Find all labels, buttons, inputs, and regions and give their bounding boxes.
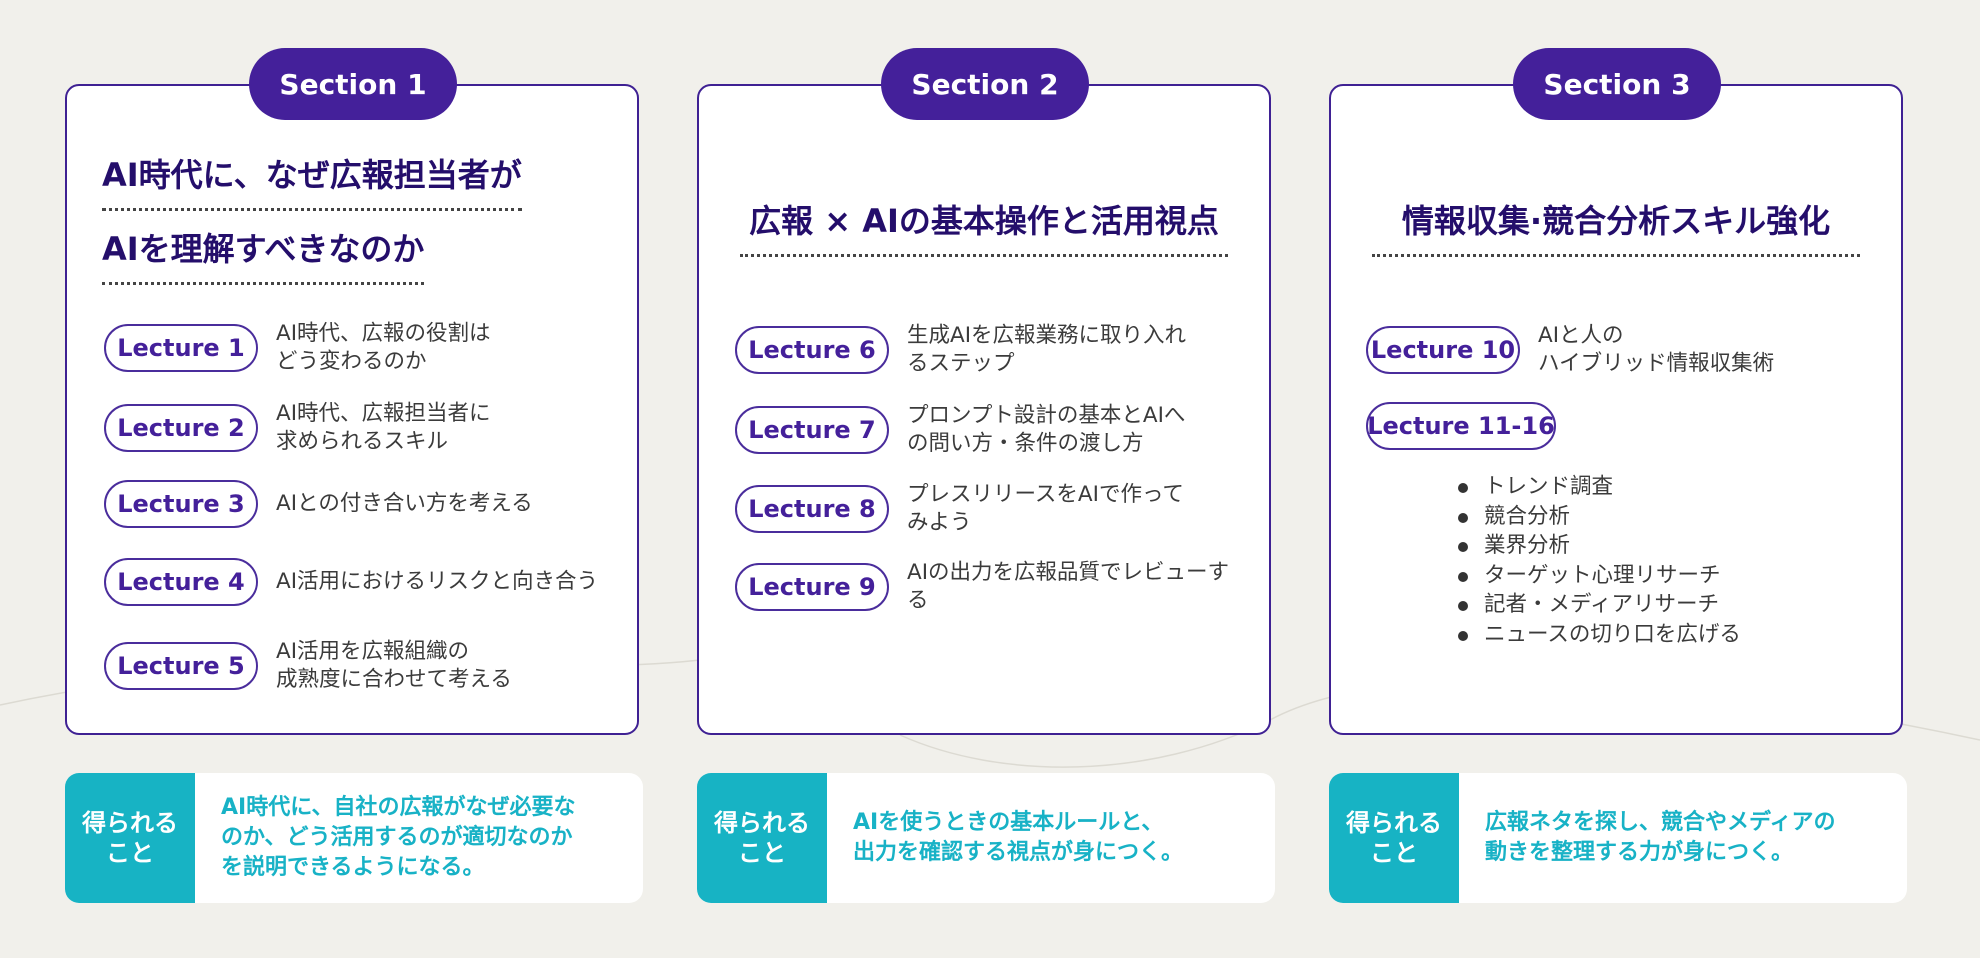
lecture-4-description: AI活用におけるリスクと向き合う bbox=[276, 569, 599, 594]
section-3-title: 情報収集·競合分析スキル強化 bbox=[1372, 196, 1860, 257]
section-1-badge: Section 1 bbox=[249, 48, 457, 120]
lecture-row-5[interactable]: Lecture 5 AI活用を広報組織の 成熟度に合わせて考える bbox=[104, 638, 512, 694]
topic-bullet-list: トレンド調査 競合分析 業界分析 ターゲット心理リサーチ 記者・メディアリサーチ… bbox=[1458, 472, 1741, 649]
lecture-3-description: AIとの付き合い方を考える bbox=[276, 491, 533, 516]
lecture-row-1[interactable]: Lecture 1 AI時代、広報の役割は どう変わるのか bbox=[104, 320, 491, 376]
section-3-badge: Section 3 bbox=[1513, 48, 1721, 120]
section-2-benefit-label: 得られる こと bbox=[697, 773, 827, 903]
lecture-5-description: AI活用を広報組織の 成熟度に合わせて考える bbox=[276, 639, 512, 692]
list-item: ターゲット心理リサーチ bbox=[1458, 561, 1741, 591]
lecture-9-pill[interactable]: Lecture 9 bbox=[735, 563, 889, 611]
lecture-1-description: AI時代、広報の役割は どう変わるのか bbox=[276, 321, 491, 374]
lecture-10-description: AIと人の ハイブリッド情報収集術 bbox=[1538, 323, 1775, 376]
list-item: トレンド調査 bbox=[1458, 472, 1741, 502]
lecture-10-pill[interactable]: Lecture 10 bbox=[1366, 326, 1520, 374]
lecture-11-16-pill[interactable]: Lecture 11-16 bbox=[1366, 402, 1556, 450]
lecture-8-description: プレスリリースをAIで作って みよう bbox=[907, 482, 1184, 535]
lecture-row-6[interactable]: Lecture 6 生成AIを広報業務に取り入れ るステップ bbox=[735, 322, 1186, 378]
list-item: 競合分析 bbox=[1458, 502, 1741, 532]
lecture-9-description: AIの出力を広報品質でレビューす る bbox=[907, 560, 1230, 613]
section-2-title: 広報 × AIの基本操作と活用視点 bbox=[740, 196, 1228, 257]
lecture-row-9[interactable]: Lecture 9 AIの出力を広報品質でレビューす る bbox=[735, 559, 1229, 615]
lecture-6-description: 生成AIを広報業務に取り入れ るステップ bbox=[907, 323, 1187, 376]
lecture-7-pill[interactable]: Lecture 7 bbox=[735, 406, 889, 454]
list-item: 業界分析 bbox=[1458, 531, 1741, 561]
lecture-4-pill[interactable]: Lecture 4 bbox=[104, 558, 258, 606]
section-2-benefit-box: 得られる こと AIを使うときの基本ルールと、 出力を確認する視点が身につく。 bbox=[697, 773, 1275, 903]
lecture-row-11-16[interactable]: Lecture 11-16 bbox=[1366, 402, 1556, 450]
section-2-benefit-text: AIを使うときの基本ルールと、 出力を確認する視点が身につく。 bbox=[853, 810, 1184, 865]
section-2-badge: Section 2 bbox=[881, 48, 1089, 120]
lecture-3-pill[interactable]: Lecture 3 bbox=[104, 480, 258, 528]
lecture-row-8[interactable]: Lecture 8 プレスリリースをAIで作って みよう bbox=[735, 481, 1184, 537]
lecture-row-10[interactable]: Lecture 10 AIと人の ハイブリッド情報収集術 bbox=[1366, 322, 1774, 378]
lecture-8-pill[interactable]: Lecture 8 bbox=[735, 485, 889, 533]
section-3-benefit-label: 得られる こと bbox=[1329, 773, 1459, 903]
lecture-2-pill[interactable]: Lecture 2 bbox=[104, 404, 258, 452]
list-item: ニュースの切り口を広げる bbox=[1458, 620, 1741, 650]
section-3-benefit-text: 広報ネタを探し、競合やメディアの 動きを整理する力が身につく。 bbox=[1485, 810, 1836, 865]
lecture-row-7[interactable]: Lecture 7 プロンプト設計の基本とAIへ の問い方・条件の渡し方 bbox=[735, 402, 1185, 458]
section-1-benefit-text: AI時代に、自社の広報がなぜ必要な のか、どう活用するのが適切なのか を説明でき… bbox=[221, 795, 576, 880]
lecture-5-pill[interactable]: Lecture 5 bbox=[104, 642, 258, 690]
lecture-2-description: AI時代、広報担当者に 求められるスキル bbox=[276, 401, 491, 454]
lecture-1-pill[interactable]: Lecture 1 bbox=[104, 324, 258, 372]
section-1-title-line-1: AI時代に、なぜ広報担当者が bbox=[102, 150, 522, 211]
lecture-7-description: プロンプト設計の基本とAIへ の問い方・条件の渡し方 bbox=[907, 403, 1186, 456]
list-item: 記者・メディアリサーチ bbox=[1458, 590, 1741, 620]
lecture-6-pill[interactable]: Lecture 6 bbox=[735, 326, 889, 374]
lecture-row-2[interactable]: Lecture 2 AI時代、広報担当者に 求められるスキル bbox=[104, 400, 491, 456]
section-1-title-line-2: AIを理解すべきなのか bbox=[102, 224, 425, 285]
lecture-row-3[interactable]: Lecture 3 AIとの付き合い方を考える bbox=[104, 480, 533, 528]
lecture-row-4[interactable]: Lecture 4 AI活用におけるリスクと向き合う bbox=[104, 558, 598, 606]
section-1-benefit-label: 得られる こと bbox=[65, 773, 195, 903]
section-1-benefit-box: 得られる こと AI時代に、自社の広報がなぜ必要な のか、どう活用するのが適切な… bbox=[65, 773, 643, 903]
section-3-benefit-box: 得られる こと 広報ネタを探し、競合やメディアの 動きを整理する力が身につく。 bbox=[1329, 773, 1907, 903]
